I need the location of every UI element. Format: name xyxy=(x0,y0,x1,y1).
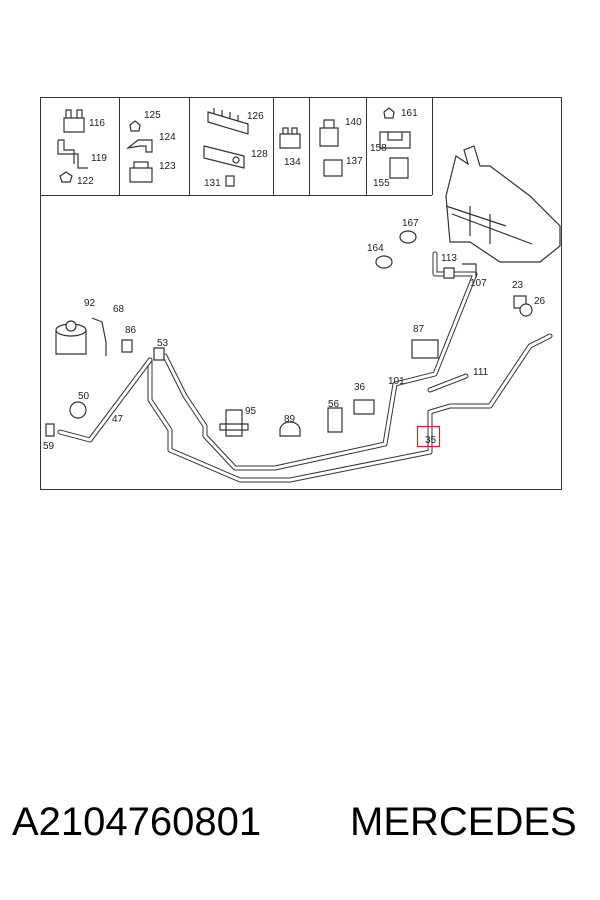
label-89: 89 xyxy=(284,414,296,425)
label-95: 95 xyxy=(245,406,257,417)
label-140: 140 xyxy=(345,117,362,128)
clip-part-116 xyxy=(63,109,85,133)
label-137: 137 xyxy=(346,156,363,167)
clip-part-95 xyxy=(219,409,249,437)
brand-name: MERCEDES xyxy=(350,800,577,844)
label-122: 122 xyxy=(77,176,94,187)
label-107: 107 xyxy=(470,278,487,289)
label-124: 124 xyxy=(159,132,176,143)
label-155: 155 xyxy=(373,178,390,189)
clip-part-158 xyxy=(379,131,411,149)
clip-part-113 xyxy=(443,267,455,279)
nut-part-125 xyxy=(129,120,141,132)
label-128: 128 xyxy=(251,149,268,160)
clip-part-137 xyxy=(323,159,343,177)
label-47: 47 xyxy=(112,414,124,425)
label-86: 86 xyxy=(125,325,137,336)
label-101: 101 xyxy=(388,376,405,387)
label-119: 119 xyxy=(91,153,107,164)
clip-part-59 xyxy=(45,423,55,437)
clip-part-36 xyxy=(353,399,375,415)
clip-part-134 xyxy=(279,127,301,149)
label-161: 161 xyxy=(401,108,418,119)
label-59: 59 xyxy=(43,441,55,452)
parts-diagram: 116 119 122 125 124 123 126 128 131 134 … xyxy=(40,97,562,490)
label-164: 164 xyxy=(367,243,384,254)
label-35: 35 xyxy=(425,435,437,446)
diagram-frame xyxy=(40,97,562,490)
clip-part-140 xyxy=(319,119,339,147)
footer: A2104760801 MERCEDES xyxy=(0,800,600,860)
fuel-filter-part-92 xyxy=(55,320,87,355)
bracket-part-119 xyxy=(57,139,88,169)
bolt-part-131 xyxy=(225,175,235,187)
clip-part-87 xyxy=(411,339,439,359)
hose-part-101 xyxy=(427,373,469,393)
label-92: 92 xyxy=(84,298,96,309)
label-116: 116 xyxy=(89,118,105,129)
part-number: A2104760801 xyxy=(12,800,262,844)
label-111: 111 xyxy=(473,367,489,378)
ring-part-167 xyxy=(399,230,417,244)
fuel-line-main xyxy=(147,333,553,483)
label-131: 131 xyxy=(204,178,221,189)
label-53: 53 xyxy=(157,338,169,349)
label-167: 167 xyxy=(402,218,419,229)
clip-part-126 xyxy=(207,108,249,135)
bracket-part-128 xyxy=(203,145,245,169)
label-158: 158 xyxy=(370,143,387,154)
clamp-part-89 xyxy=(279,421,301,437)
nut-part-161 xyxy=(383,107,395,119)
ring-part-164 xyxy=(375,255,393,269)
label-50: 50 xyxy=(78,391,90,402)
clip-part-155 xyxy=(389,157,409,179)
clip-part-123 xyxy=(129,161,153,183)
clip-part-53 xyxy=(153,347,165,361)
highlight-box-35 xyxy=(416,425,441,448)
label-113: 113 xyxy=(441,253,457,264)
fuel-tank xyxy=(445,145,561,263)
label-56: 56 xyxy=(328,399,340,410)
label-87: 87 xyxy=(413,324,425,335)
hose-part-107 xyxy=(462,263,477,278)
label-36: 36 xyxy=(354,382,366,393)
clamp-part-26 xyxy=(519,303,533,317)
label-68: 68 xyxy=(113,304,125,315)
fuel-line-filter xyxy=(57,357,153,443)
label-23: 23 xyxy=(512,280,524,291)
label-125: 125 xyxy=(144,110,161,121)
hose-part-68 xyxy=(91,317,107,356)
label-134: 134 xyxy=(284,157,301,168)
label-126: 126 xyxy=(247,111,264,122)
fuel-line-return xyxy=(162,251,478,471)
label-123: 123 xyxy=(159,161,176,172)
nut-part-122 xyxy=(59,171,73,183)
clip-part-86 xyxy=(121,339,133,353)
clip-part-56 xyxy=(327,407,343,433)
label-26: 26 xyxy=(534,296,546,307)
clip-part-124 xyxy=(125,139,153,153)
clip-part-50 xyxy=(69,401,87,419)
